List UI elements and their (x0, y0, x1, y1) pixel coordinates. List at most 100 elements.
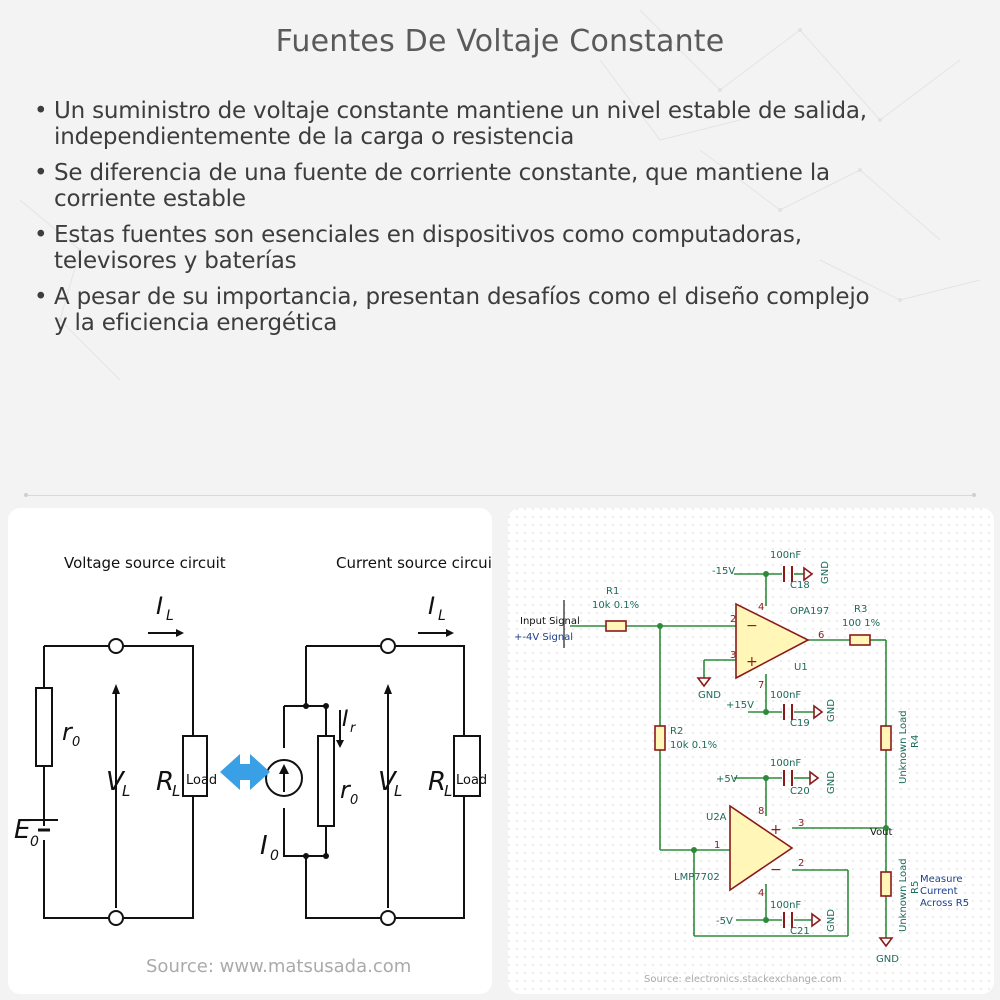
gnd-label: GND (826, 909, 837, 932)
cap-value: 100nF (770, 758, 801, 769)
resistor-r1 (605, 620, 627, 632)
rl-label: R (156, 767, 174, 797)
bullet-line: Se diferencia de una fuente de corriente… (54, 160, 830, 186)
pin-label: 3 (730, 650, 736, 661)
load-label: Load (186, 773, 217, 788)
c18-ref: C18 (790, 580, 810, 591)
opamp-schematic: Input Signal +-4V Signal Vout Measure Cu… (508, 508, 994, 994)
pin-label: 4 (758, 888, 764, 899)
input-signal-label: Input Signal (520, 616, 580, 627)
voltage-circuit-title: Voltage source circuit (64, 554, 226, 572)
load-box (182, 735, 208, 797)
r1-ref: R1 (606, 586, 619, 597)
resistor-r4 (880, 725, 892, 751)
bullet-line: televisores y baterías (54, 248, 297, 274)
signal-range-label: +-4V Signal (514, 632, 573, 643)
circuit-comparison-figure: Voltage source circuit Current source ci… (8, 508, 492, 994)
e0-label: E (14, 815, 31, 845)
inverting-input-sign: − (770, 862, 782, 878)
pin-label: 2 (730, 614, 736, 625)
load-label: Load (456, 773, 487, 788)
resistor-r5 (880, 871, 892, 897)
r3-ref: R3 (854, 604, 867, 615)
bullet-line: corriente estable (54, 186, 246, 212)
page-title: Fuentes De Voltaje Constante (275, 24, 725, 59)
section-divider (26, 495, 974, 496)
bullet-dot: • (34, 98, 48, 124)
c19-ref: C19 (790, 718, 810, 729)
r4-ref: R4 (910, 735, 921, 748)
neg15-label: -15V (712, 566, 735, 577)
gnd-label: GND (820, 561, 831, 584)
r3-value: 100 1% (842, 618, 880, 629)
il-label: I (428, 592, 435, 620)
measure-label: Current (920, 886, 958, 897)
double-arrow-icon (220, 754, 270, 790)
u2-part: LMP7702 (674, 872, 720, 883)
c20-ref: C20 (790, 786, 810, 797)
figure-source: Source: www.matsusada.com (146, 956, 411, 977)
pin-label: 1 (714, 840, 720, 851)
il-subscript: L (166, 608, 174, 624)
r5-ref: R5 (910, 881, 921, 894)
rl-label: R (428, 767, 446, 797)
bullet-dot: • (34, 222, 48, 248)
il-subscript: L (438, 608, 446, 624)
inverting-input-sign: − (746, 618, 758, 634)
il-label: I (156, 592, 163, 620)
cap-value: 100nF (770, 900, 801, 911)
opamp-u1 (735, 602, 810, 680)
bullet-line: Estas fuentes son esenciales en disposit… (54, 222, 802, 248)
measure-label: Across R5 (920, 898, 969, 909)
bullet-list: • Un suministro de voltaje constante man… (34, 98, 974, 346)
bullet-item: • Estas fuentes son esenciales en dispos… (34, 222, 974, 274)
cap-value: 100nF (770, 550, 801, 561)
gnd-label: GND (826, 771, 837, 794)
u2-ref: U2A (706, 812, 727, 823)
bullet-dot: • (34, 284, 48, 310)
rl-subscript: L (444, 782, 452, 800)
opamp-u2 (729, 804, 794, 892)
pin-label: 4 (758, 602, 764, 613)
circuit-comparison-diagram: Voltage source circuit Current source ci… (14, 554, 492, 977)
noninverting-input-sign: + (746, 654, 758, 670)
u1-part: OPA197 (790, 606, 829, 617)
r2-value: 10k 0.1% (670, 740, 717, 751)
gnd-label: GND (826, 699, 837, 722)
bullet-line: y la eficiencia energética (54, 310, 338, 336)
figure-source: Source: electronics.stackexchange.com (644, 974, 842, 985)
divider-endpoint (972, 493, 976, 497)
r0-label: r (62, 718, 74, 746)
pin-label: 7 (758, 680, 764, 691)
u1-ref: U1 (794, 662, 808, 673)
gnd-label: GND (876, 954, 899, 965)
bullet-item: • Se diferencia de una fuente de corrien… (34, 160, 974, 212)
r1-value: 10k 0.1% (592, 600, 639, 611)
unknown-load-label: Unknown Load (898, 858, 909, 932)
e0-subscript: 0 (30, 834, 39, 850)
pos5-label: +5V (716, 774, 738, 785)
gnd-label: GND (698, 690, 721, 701)
r2-ref: R2 (670, 726, 683, 737)
i0-label: I (260, 831, 268, 861)
cap-value: 100nF (770, 690, 801, 701)
resistor-r0 (317, 735, 335, 827)
bullet-line: independientemente de la carga o resiste… (54, 124, 575, 150)
pin-label: 6 (818, 630, 824, 641)
rl-subscript: L (172, 782, 180, 800)
bullet-item: • A pesar de su importancia, presentan d… (34, 284, 974, 336)
current-circuit-title: Current source circuit (336, 554, 492, 572)
resistor-r2 (654, 725, 666, 751)
noninverting-input-sign: + (770, 822, 782, 838)
ir-subscript: r (350, 721, 357, 736)
i0-subscript: 0 (270, 848, 279, 864)
vl-label: V (378, 767, 398, 797)
vl-subscript: L (122, 782, 130, 800)
bullet-line: A pesar de su importancia, presentan des… (54, 284, 870, 310)
pin-label: 3 (798, 818, 804, 829)
schematic-figure: Input Signal +-4V Signal Vout Measure Cu… (508, 508, 994, 994)
vl-subscript: L (394, 782, 402, 800)
bullet-item: • Un suministro de voltaje constante man… (34, 98, 974, 150)
pin-label: 2 (798, 858, 804, 869)
